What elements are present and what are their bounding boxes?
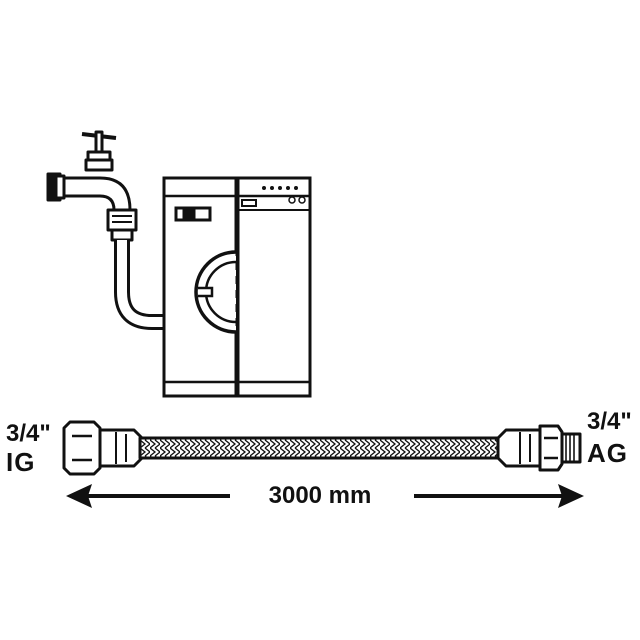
right-connector-type-label: AG — [587, 438, 628, 468]
supply-hose — [114, 240, 164, 330]
washing-machine-dishwasher-icon — [162, 176, 312, 398]
hose-length-label: 3000 mm — [268, 482, 372, 509]
water-tap-icon — [46, 130, 138, 242]
arrow-left-icon — [66, 484, 92, 508]
arrow-right-icon — [558, 484, 584, 508]
length-dimension-arrow — [66, 484, 584, 508]
right-connector-size-label: 3/4" — [587, 408, 632, 435]
left-connector-type-label: IG — [6, 447, 36, 477]
left-connector-size-label: 3/4" — [6, 420, 51, 447]
braided-hose-icon — [62, 420, 582, 476]
